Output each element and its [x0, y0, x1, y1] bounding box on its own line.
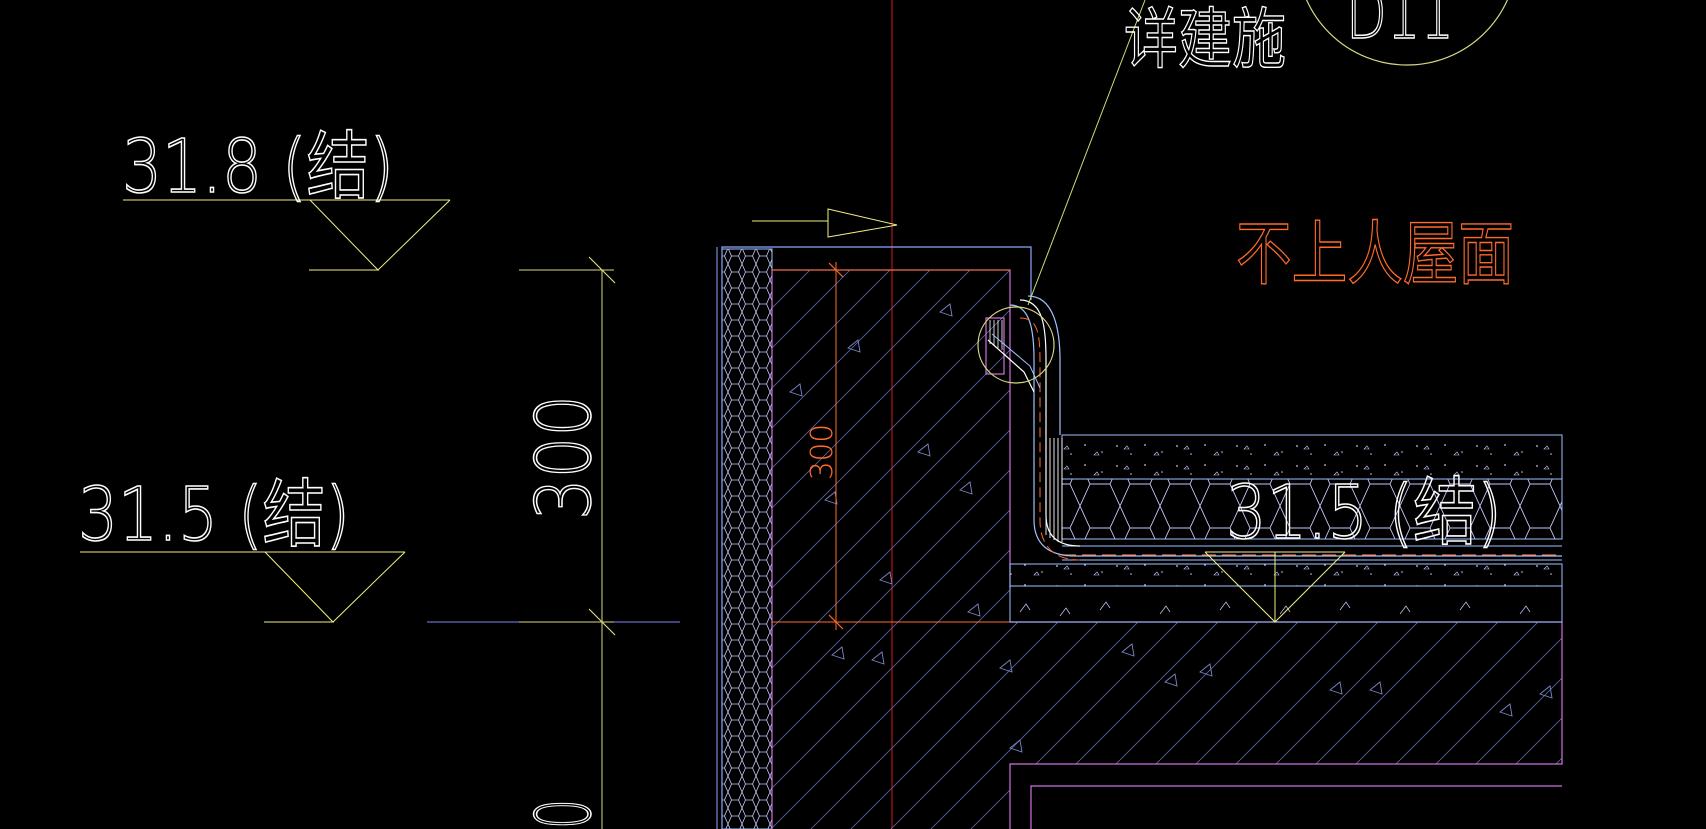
- roof-layers: [1009, 434, 1563, 623]
- dimension-inner-label: 300: [805, 424, 840, 480]
- waterproof-upturn: [985, 295, 1562, 561]
- dimension-outer-label: 300: [519, 395, 608, 520]
- detail-bubble-label: D11: [1346, 0, 1454, 55]
- detail-reference-note: 详建施: [1124, 1, 1286, 78]
- detail-callout: [977, 0, 1146, 384]
- elevation-label-upper: 31.8 (结): [122, 124, 394, 210]
- dimension-inner: 300: [772, 262, 1010, 630]
- parapet-wall: [716, 246, 1032, 829]
- detail-bubble: D11: [1305, 0, 1509, 66]
- dimension-bottom-label: 0: [519, 799, 608, 829]
- dimension-outer: 300 0: [427, 256, 680, 829]
- floor-slab: [1009, 621, 1563, 829]
- elevation-mark-upper: 31.8 (结): [121, 123, 451, 271]
- elevation-mark-lower: 31.5 (结): [77, 471, 406, 623]
- elevation-mark-roof: 31.5 (结): [1204, 469, 1503, 623]
- elevation-label-lower: 31.5 (结): [78, 472, 350, 558]
- direction-arrow: [752, 208, 898, 238]
- elevation-label-roof: 31.5 (结): [1226, 470, 1502, 556]
- roof-type-label: 不上人屋面: [1236, 213, 1514, 295]
